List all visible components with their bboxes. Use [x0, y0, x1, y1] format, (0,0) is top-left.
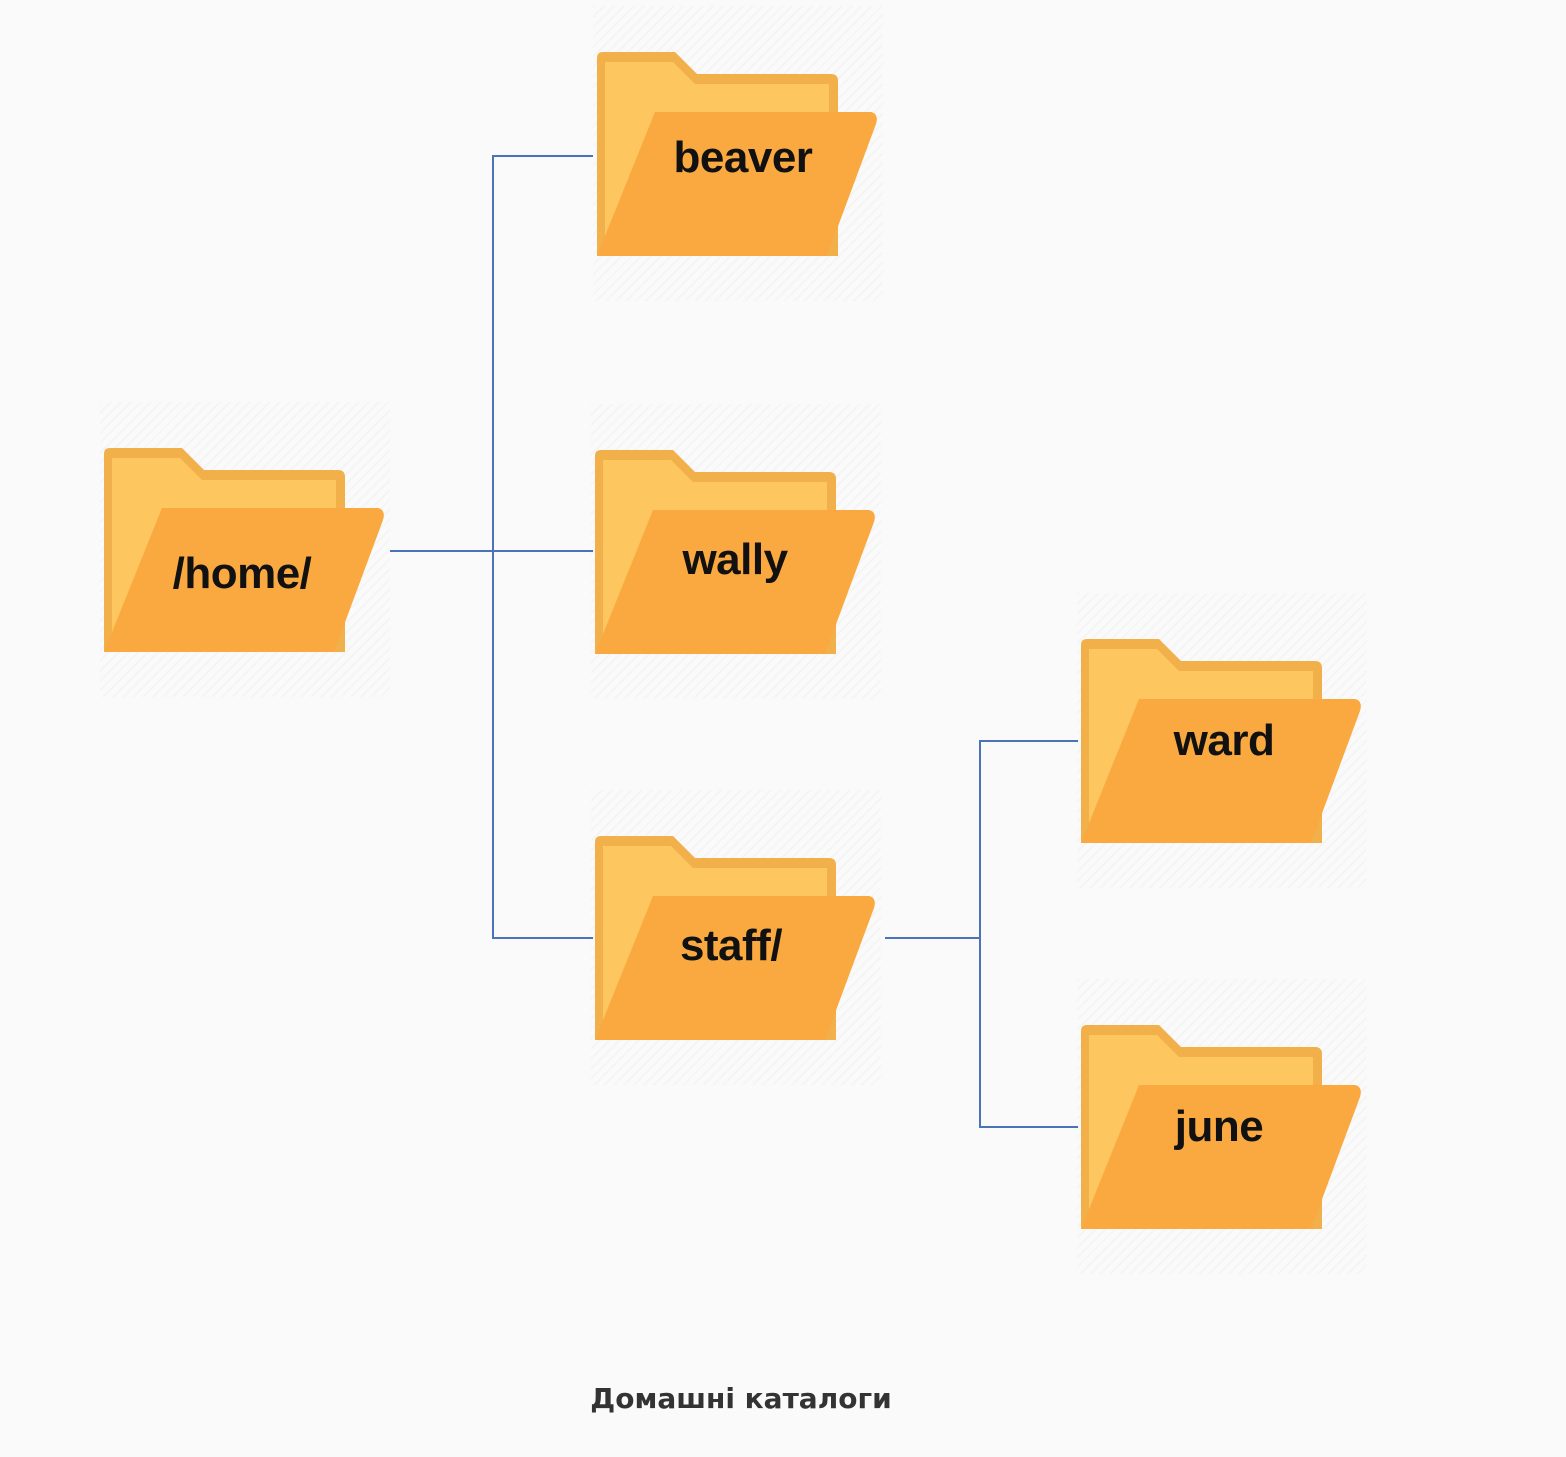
folder-staff[interactable]: staff/ [591, 790, 881, 1085]
folder-beaver[interactable]: beaver [593, 6, 883, 301]
connector-staff-ward [885, 740, 1078, 939]
folder-icon [104, 448, 384, 652]
connector-home-beaver [390, 155, 593, 552]
folder-icon [595, 836, 875, 1040]
connector-group [390, 155, 1078, 1128]
folder-label: ward [1173, 716, 1275, 765]
connector-home-staff [492, 551, 593, 939]
folder-label: /home/ [172, 549, 312, 598]
connector-staff-june [979, 938, 1078, 1128]
figure-caption: Домашні каталоги [590, 1382, 892, 1415]
folder-home[interactable]: /home/ [100, 402, 390, 697]
folder-wally[interactable]: wally [591, 404, 881, 699]
folder-label: wally [682, 535, 788, 584]
folder-icon [1081, 639, 1361, 843]
folder-icon [597, 52, 877, 256]
folder-label: staff/ [679, 921, 783, 970]
folder-icon [595, 450, 875, 654]
folder-label: june [1174, 1102, 1264, 1151]
folder-june[interactable]: june [1077, 979, 1367, 1274]
folder-icon [1081, 1025, 1361, 1229]
folder-label: beaver [673, 133, 813, 182]
folder-ward[interactable]: ward [1077, 593, 1367, 888]
